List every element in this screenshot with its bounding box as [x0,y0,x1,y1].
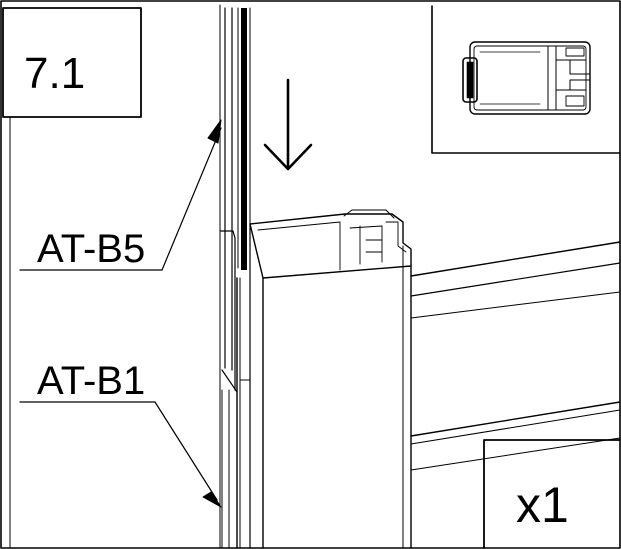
quantity-box [483,439,621,549]
down-arrow-icon [263,78,313,171]
profile-detail-inset [431,5,621,154]
callout-leader-at-b5 [19,119,222,271]
frame-panel [410,241,621,471]
step-number-box [2,7,142,118]
part-at-b1 [220,209,412,549]
quantity-label: x1 [516,477,569,533]
callout-label-at-b1: AT-B1 [37,359,145,403]
part-at-b5 [224,7,251,371]
callout-leader-at-b1 [19,401,222,508]
callout-label-at-b5: AT-B5 [37,227,145,271]
step-number: 7.1 [24,49,85,98]
